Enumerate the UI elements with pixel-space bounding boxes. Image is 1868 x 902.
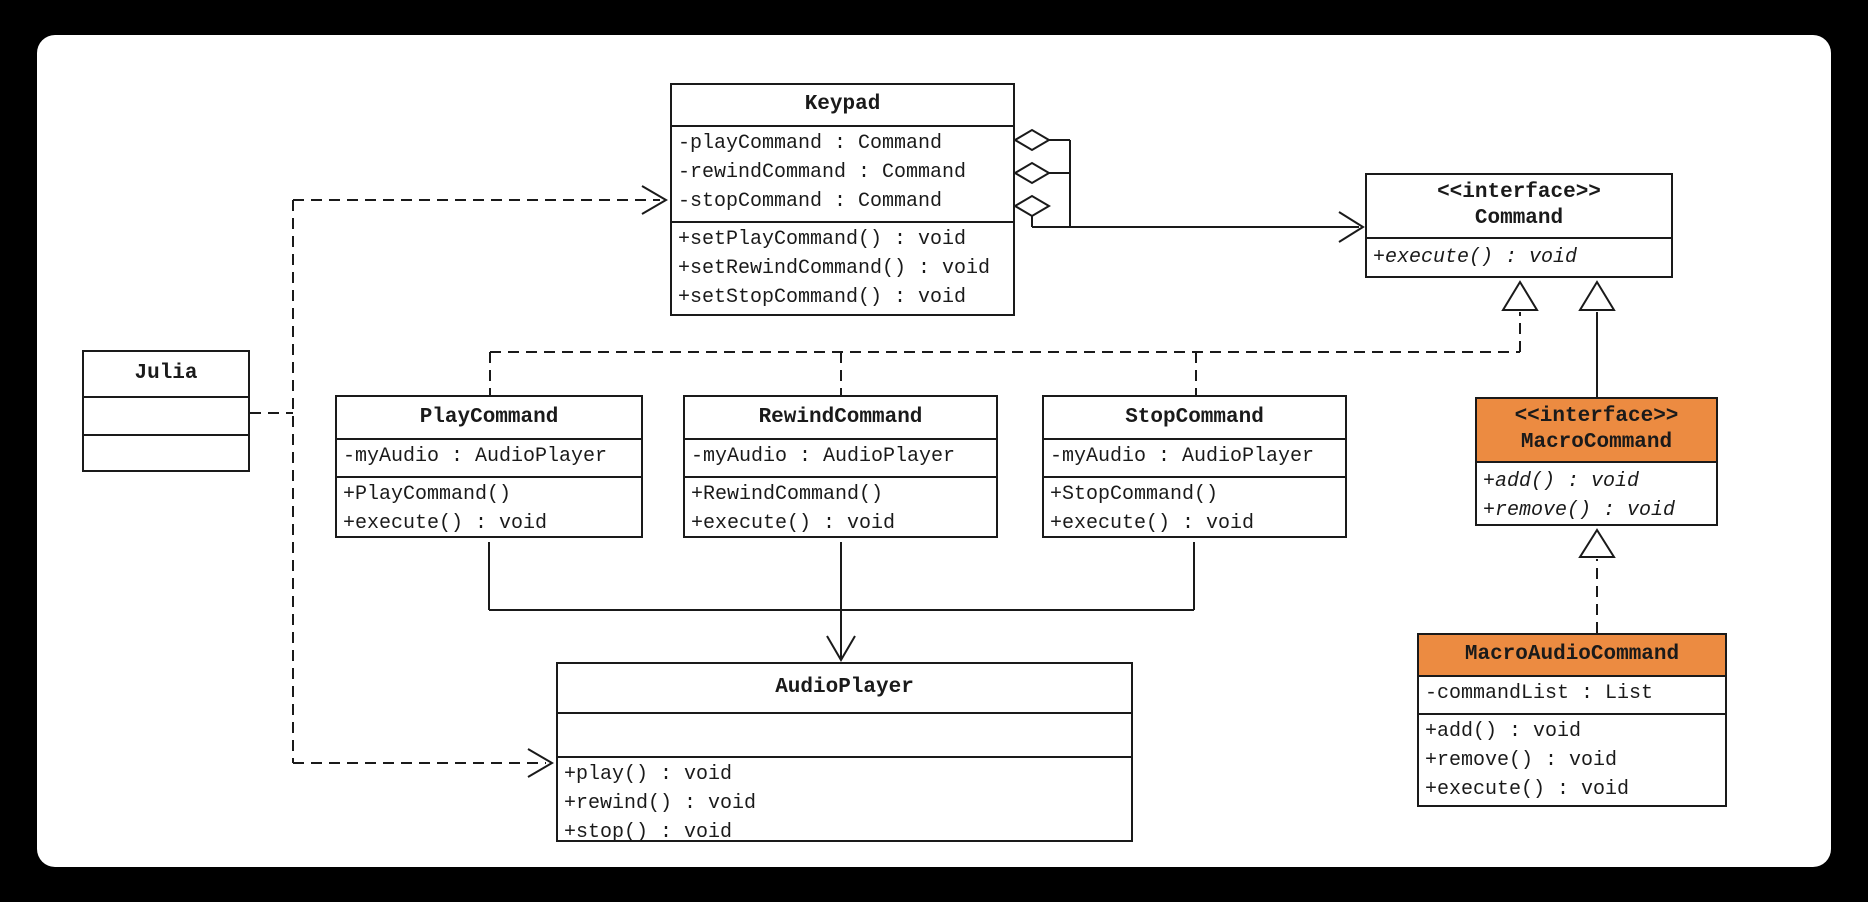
class-title: <<interface>> Command: [1367, 175, 1671, 237]
class-methods: +execute() : void: [1367, 237, 1671, 276]
method-row: +setRewindCommand() : void: [678, 257, 991, 280]
attribute-row: -myAudio : AudioPlayer: [1050, 445, 1315, 468]
class-attributes: -myAudio : AudioPlayer: [1044, 438, 1345, 476]
method-row: +execute() : void: [1425, 778, 1630, 801]
method-row: +execute() : void: [343, 512, 548, 535]
method-row: +execute() : void: [691, 512, 896, 535]
class-playcommand[interactable]: PlayCommand -myAudio : AudioPlayer +Play…: [335, 395, 643, 538]
class-methods: +setPlayCommand() : void +setRewindComma…: [672, 221, 1013, 314]
class-attributes-empty: [84, 396, 248, 434]
class-name-label: MacroAudioCommand: [1464, 643, 1680, 666]
method-row: +add() : void: [1425, 720, 1582, 743]
class-title: RewindCommand: [685, 397, 996, 438]
class-methods: +StopCommand() +execute() : void: [1044, 476, 1345, 536]
method-row: +add() : void: [1483, 470, 1640, 493]
class-macroaudiocommand[interactable]: MacroAudioCommand -commandList : List +a…: [1417, 633, 1727, 807]
method-row: +execute() : void: [1373, 246, 1578, 269]
class-rewindcommand[interactable]: RewindCommand -myAudio : AudioPlayer +Re…: [683, 395, 998, 538]
attribute-row: -myAudio : AudioPlayer: [343, 445, 608, 468]
attribute-row: -commandList : List: [1425, 682, 1654, 705]
class-title: MacroAudioCommand: [1419, 635, 1725, 675]
method-row: +StopCommand(): [1050, 483, 1219, 506]
class-title: PlayCommand: [337, 397, 641, 438]
class-name-label: Command: [1474, 207, 1564, 230]
class-methods: +RewindCommand() +execute() : void: [685, 476, 996, 536]
class-name-label: RewindCommand: [758, 405, 923, 429]
stereotype-label: <<interface>>: [1437, 181, 1601, 204]
class-title: StopCommand: [1044, 397, 1345, 438]
class-name-label: Julia: [134, 362, 198, 385]
method-row: +stop() : void: [564, 821, 733, 844]
stereotype-label: <<interface>>: [1514, 405, 1679, 428]
class-julia[interactable]: Julia: [82, 350, 250, 472]
class-title: Julia: [84, 352, 248, 396]
class-methods-empty: [84, 434, 248, 470]
class-attributes: -commandList : List: [1419, 675, 1725, 713]
attribute-row: -stopCommand : Command: [678, 190, 943, 213]
class-attributes: -myAudio : AudioPlayer: [685, 438, 996, 476]
method-row: +PlayCommand(): [343, 483, 512, 506]
class-command-interface[interactable]: <<interface>> Command +execute() : void: [1365, 173, 1673, 278]
method-row: +setPlayCommand() : void: [678, 228, 967, 251]
attribute-row: -rewindCommand : Command: [678, 161, 967, 184]
class-methods: +add() : void +remove() : void: [1477, 461, 1716, 524]
class-title: <<interface>> MacroCommand: [1477, 399, 1716, 461]
class-keypad[interactable]: Keypad -playCommand : Command -rewindCom…: [670, 83, 1015, 316]
method-row: +remove() : void: [1483, 499, 1676, 522]
class-attributes: -playCommand : Command -rewindCommand : …: [672, 125, 1013, 221]
class-name-label: StopCommand: [1125, 405, 1264, 429]
class-name-label: Keypad: [804, 93, 881, 116]
method-row: +play() : void: [564, 763, 733, 786]
method-row: +RewindCommand(): [691, 483, 884, 506]
class-methods: +add() : void +remove() : void +execute(…: [1419, 713, 1725, 805]
method-row: +rewind() : void: [564, 792, 757, 815]
class-name-label: AudioPlayer: [775, 676, 914, 699]
class-stopcommand[interactable]: StopCommand -myAudio : AudioPlayer +Stop…: [1042, 395, 1347, 538]
class-title: AudioPlayer: [558, 664, 1131, 712]
class-methods: +play() : void +rewind() : void +stop() …: [558, 756, 1131, 844]
class-audioplayer[interactable]: AudioPlayer +play() : void +rewind() : v…: [556, 662, 1133, 844]
method-row: +execute() : void: [1050, 512, 1255, 535]
attribute-row: -myAudio : AudioPlayer: [691, 445, 956, 468]
class-name-label: MacroCommand: [1520, 431, 1673, 454]
method-row: +setStopCommand() : void: [678, 286, 967, 309]
class-macrocommand-interface[interactable]: <<interface>> MacroCommand +add() : void…: [1475, 397, 1718, 526]
class-attributes-empty: [558, 712, 1131, 756]
class-methods: +PlayCommand() +execute() : void: [337, 476, 641, 536]
class-title: Keypad: [672, 85, 1013, 125]
class-name-label: PlayCommand: [419, 405, 559, 429]
class-attributes: -myAudio : AudioPlayer: [337, 438, 641, 476]
attribute-row: -playCommand : Command: [678, 132, 943, 155]
method-row: +remove() : void: [1425, 749, 1618, 772]
